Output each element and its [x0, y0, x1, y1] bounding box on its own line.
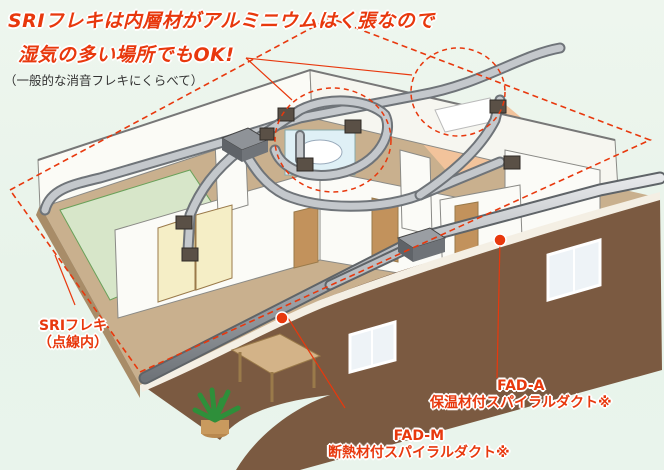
headline-line1: SRIフレキは内層材がアルミニウムはく張なので — [8, 10, 435, 32]
callout-fad-m-sub: 断熱材付スパイラルダクト※ — [328, 445, 510, 461]
callout-sri-sub: （点線内） — [38, 335, 108, 351]
marker-fad-a — [493, 233, 507, 247]
leader-lines — [54, 57, 501, 409]
headline-line2: 湿気の多い場所でもOK! — [18, 44, 235, 66]
ventilation-unit-main — [220, 127, 270, 162]
callout-sri-title: SRIフレキ — [38, 318, 108, 334]
callout-sri-flex: SRIフレキ （点線内） — [38, 318, 108, 352]
table-furniture — [230, 333, 322, 402]
callout-fad-a-sub: 保温材付スパイラルダクト※ — [430, 395, 612, 411]
callout-fad-a-title: FAD-A — [497, 378, 545, 394]
ventilation-unit-sub — [396, 227, 447, 262]
callout-fad-a: FAD-A 保温材付スパイラルダクト※ — [430, 378, 612, 412]
callout-circle-bedroom — [410, 47, 506, 137]
callout-circle-bathroom — [274, 87, 392, 193]
potted-plant — [192, 387, 241, 438]
grille-boxes — [175, 99, 521, 262]
marker-fad-m — [275, 311, 289, 325]
callout-fad-m-title: FAD-M — [393, 428, 445, 444]
headline-note: （一般的な消音フレキにくらべて） — [4, 73, 204, 88]
callout-fad-m: FAD-M 断熱材付スパイラルダクト※ — [328, 428, 510, 462]
sri-dashed-boundary — [8, 17, 653, 374]
